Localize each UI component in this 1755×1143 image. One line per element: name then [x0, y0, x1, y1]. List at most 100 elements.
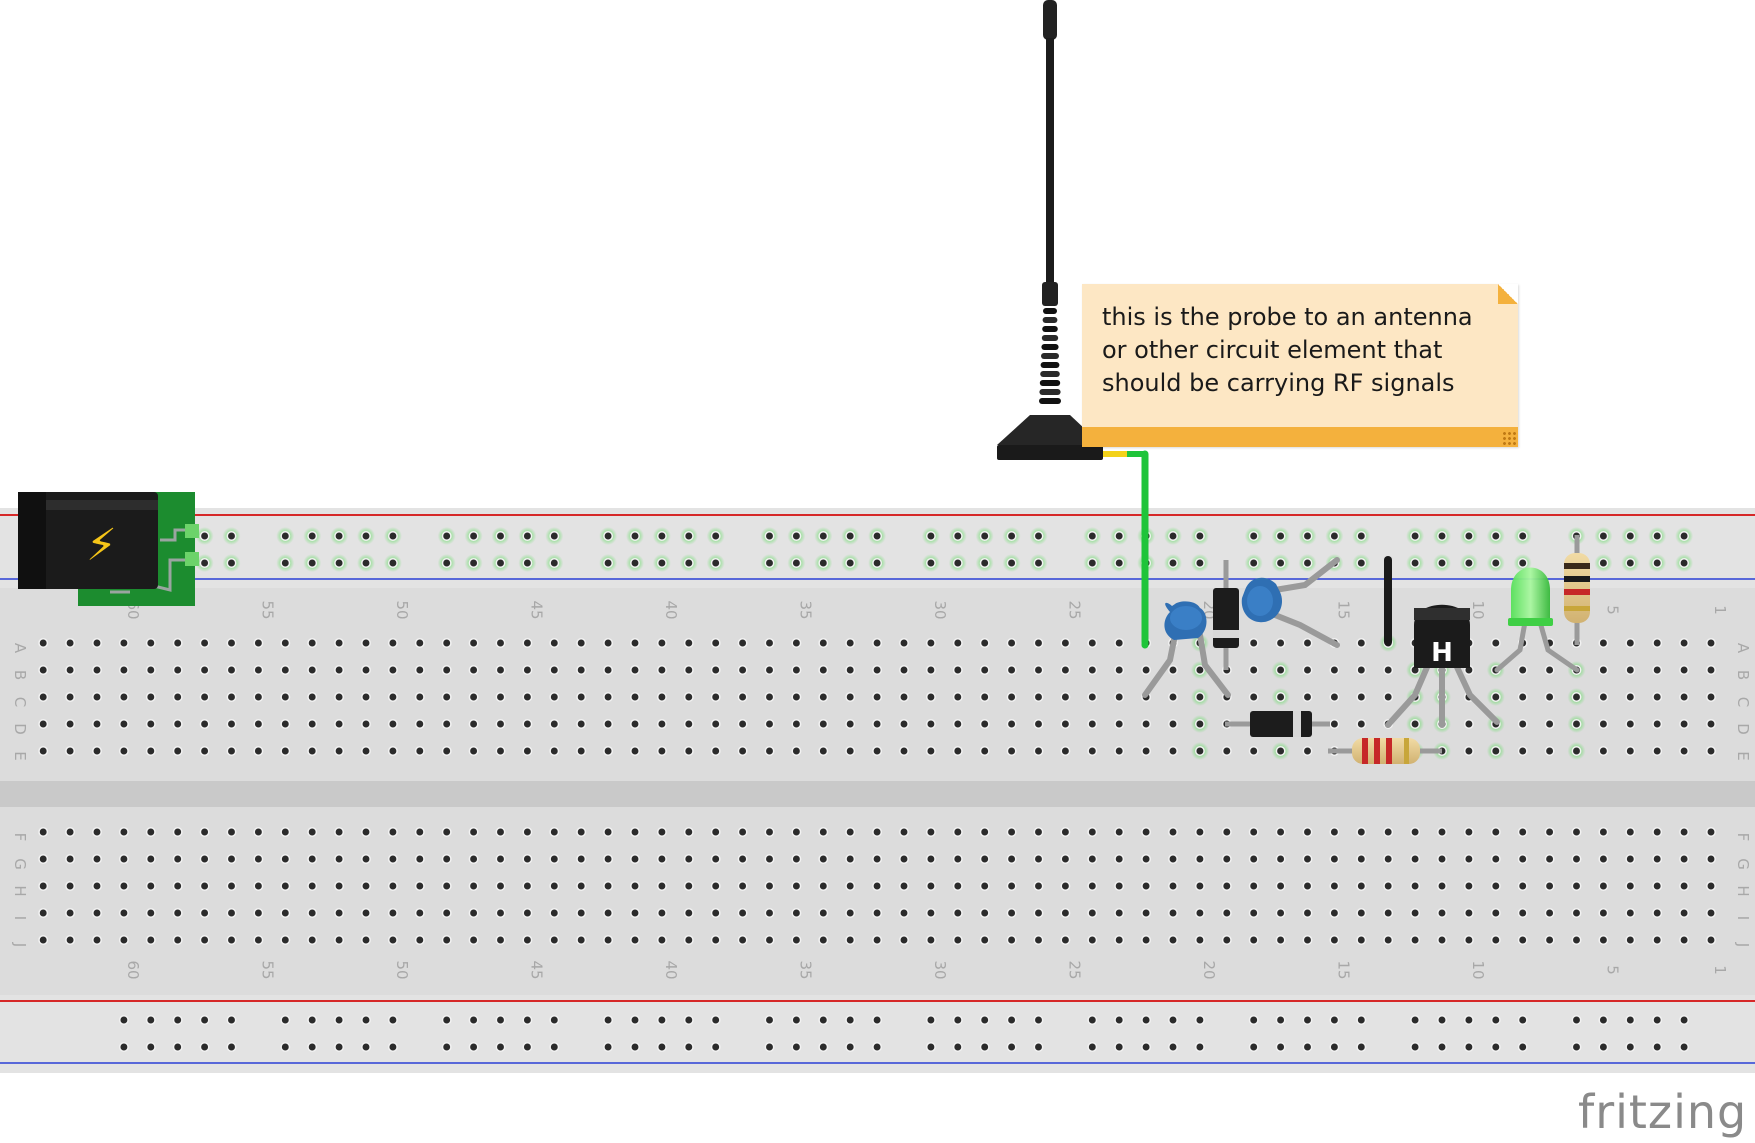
breadboard-hole[interactable]	[1302, 854, 1313, 864]
breadboard-hole[interactable]	[1168, 746, 1178, 756]
breadboard-hole[interactable]	[226, 935, 237, 945]
breadboard-hole[interactable]	[683, 558, 694, 568]
breadboard-hole[interactable]	[1302, 908, 1313, 918]
breadboard-hole[interactable]	[1625, 665, 1636, 675]
breadboard-hole[interactable]	[979, 881, 990, 891]
breadboard-hole[interactable]	[1706, 881, 1716, 891]
breadboard-hole[interactable]	[361, 531, 371, 541]
breadboard-hole[interactable]	[1571, 692, 1582, 702]
breadboard-hole[interactable]	[307, 665, 318, 675]
breadboard-hole[interactable]	[65, 692, 76, 702]
breadboard-hole[interactable]	[1356, 531, 1367, 541]
breadboard-hole[interactable]	[952, 719, 963, 729]
breadboard-hole[interactable]	[1221, 827, 1232, 837]
resize-grip-icon[interactable]	[1502, 431, 1516, 445]
breadboard-hole[interactable]	[1141, 719, 1152, 729]
breadboard-hole[interactable]	[845, 692, 856, 702]
breadboard-hole[interactable]	[925, 746, 936, 756]
breadboard-hole[interactable]	[1544, 746, 1555, 756]
breadboard-hole[interactable]	[38, 692, 49, 702]
breadboard-hole[interactable]	[1060, 692, 1071, 702]
breadboard-hole[interactable]	[683, 746, 694, 756]
breadboard-hole[interactable]	[118, 908, 129, 918]
breadboard-hole[interactable]	[925, 692, 936, 702]
breadboard-hole[interactable]	[387, 638, 398, 648]
breadboard-hole[interactable]	[1329, 881, 1340, 891]
breadboard-hole[interactable]	[1598, 827, 1609, 837]
breadboard-hole[interactable]	[845, 746, 856, 756]
breadboard-hole[interactable]	[656, 531, 667, 541]
breadboard-hole[interactable]	[1437, 1042, 1447, 1052]
breadboard-hole[interactable]	[468, 719, 479, 729]
breadboard-hole[interactable]	[441, 746, 452, 756]
breadboard-hole[interactable]	[199, 908, 210, 918]
breadboard-hole[interactable]	[764, 935, 775, 945]
breadboard-hole[interactable]	[65, 881, 76, 891]
breadboard-hole[interactable]	[1652, 719, 1663, 729]
breadboard-hole[interactable]	[1383, 935, 1394, 945]
breadboard-hole[interactable]	[118, 1015, 129, 1025]
breadboard-hole[interactable]	[1463, 908, 1474, 918]
breadboard-hole[interactable]	[1114, 719, 1125, 729]
breadboard-hole[interactable]	[1356, 638, 1367, 648]
breadboard-hole[interactable]	[1598, 881, 1609, 891]
breadboard-hole[interactable]	[92, 692, 102, 702]
breadboard-hole[interactable]	[253, 935, 264, 945]
breadboard-hole[interactable]	[253, 746, 264, 756]
breadboard-hole[interactable]	[334, 558, 345, 568]
breadboard-hole[interactable]	[522, 908, 533, 918]
breadboard-hole[interactable]	[361, 692, 371, 702]
breadboard-hole[interactable]	[468, 908, 479, 918]
breadboard-hole[interactable]	[979, 719, 990, 729]
breadboard-hole[interactable]	[334, 1042, 345, 1052]
breadboard-hole[interactable]	[818, 558, 829, 568]
breadboard-hole[interactable]	[280, 935, 291, 945]
breadboard-hole[interactable]	[630, 1015, 640, 1025]
breadboard-hole[interactable]	[1221, 746, 1232, 756]
breadboard-hole[interactable]	[468, 1042, 479, 1052]
breadboard-hole[interactable]	[737, 854, 748, 864]
breadboard-hole[interactable]	[1141, 908, 1152, 918]
breadboard-hole[interactable]	[630, 1042, 640, 1052]
breadboard-hole[interactable]	[441, 854, 452, 864]
breadboard-hole[interactable]	[441, 881, 452, 891]
breadboard-hole[interactable]	[414, 908, 425, 918]
breadboard-hole[interactable]	[1437, 1015, 1447, 1025]
breadboard-hole[interactable]	[1437, 935, 1447, 945]
breadboard-hole[interactable]	[387, 558, 398, 568]
breadboard-hole[interactable]	[1437, 854, 1447, 864]
breadboard-hole[interactable]	[656, 558, 667, 568]
breadboard-hole[interactable]	[1571, 1015, 1582, 1025]
breadboard-hole[interactable]	[361, 665, 371, 675]
breadboard-hole[interactable]	[1248, 746, 1259, 756]
breadboard-hole[interactable]	[1302, 881, 1313, 891]
breadboard-hole[interactable]	[603, 531, 614, 541]
breadboard-hole[interactable]	[603, 746, 614, 756]
breadboard-hole[interactable]	[1087, 854, 1098, 864]
breadboard-hole[interactable]	[818, 531, 829, 541]
breadboard-hole[interactable]	[1706, 935, 1716, 945]
breadboard-hole[interactable]	[1383, 665, 1394, 675]
breadboard-hole[interactable]	[1275, 531, 1286, 541]
breadboard-hole[interactable]	[441, 935, 452, 945]
breadboard-hole[interactable]	[1652, 908, 1663, 918]
breadboard-hole[interactable]	[1329, 827, 1340, 837]
breadboard-hole[interactable]	[307, 746, 318, 756]
breadboard-hole[interactable]	[576, 854, 587, 864]
breadboard-hole[interactable]	[952, 935, 963, 945]
breadboard-hole[interactable]	[495, 531, 506, 541]
breadboard-hole[interactable]	[737, 665, 748, 675]
breadboard-hole[interactable]	[899, 692, 909, 702]
breadboard-hole[interactable]	[1544, 908, 1555, 918]
breadboard-hole[interactable]	[1383, 854, 1394, 864]
led[interactable]	[1494, 567, 1580, 673]
breadboard-hole[interactable]	[522, 558, 533, 568]
breadboard-hole[interactable]	[172, 665, 183, 675]
breadboard-hole[interactable]	[334, 854, 345, 864]
breadboard-hole[interactable]	[1517, 1042, 1528, 1052]
breadboard-hole[interactable]	[387, 908, 398, 918]
breadboard-hole[interactable]	[414, 881, 425, 891]
breadboard-hole[interactable]	[199, 665, 210, 675]
breadboard-hole[interactable]	[737, 908, 748, 918]
breadboard-hole[interactable]	[1275, 665, 1286, 675]
